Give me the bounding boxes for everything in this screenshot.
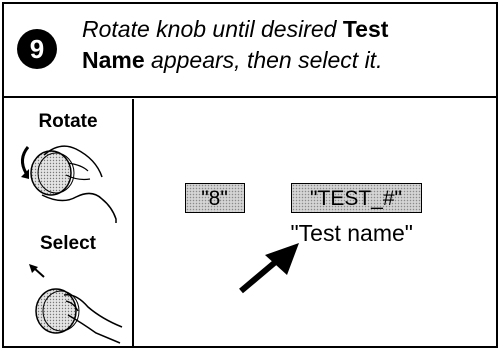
press-knob-icon (29, 263, 123, 344)
step-number-badge: 9 (17, 29, 57, 69)
rotate-label: Rotate (38, 110, 98, 132)
action-panel: Rotate Select (4, 98, 134, 346)
display-panel: "8" "TEST_#" "Test name" (135, 99, 497, 347)
instruction-line2-text: appears, then select it. (144, 47, 383, 73)
instruction-header: 9 Rotate knob until desired Test Name ap… (4, 4, 496, 98)
lcd-field-number: "8" (184, 182, 245, 213)
select-label: Select (40, 232, 96, 254)
instruction-text: Rotate knob until desired Test Name appe… (82, 14, 494, 76)
lcd-field-test: "TEST_#" (290, 182, 422, 213)
rotate-knob-icon (21, 144, 117, 223)
test-name-result: "Test name" (290, 219, 413, 246)
instruction-line2-bold: Name (82, 47, 145, 73)
pointer-arrow-icon (238, 242, 299, 293)
instruction-line1-bold: Test (342, 16, 389, 42)
instruction-line1-text: Rotate knob until desired (82, 16, 343, 42)
